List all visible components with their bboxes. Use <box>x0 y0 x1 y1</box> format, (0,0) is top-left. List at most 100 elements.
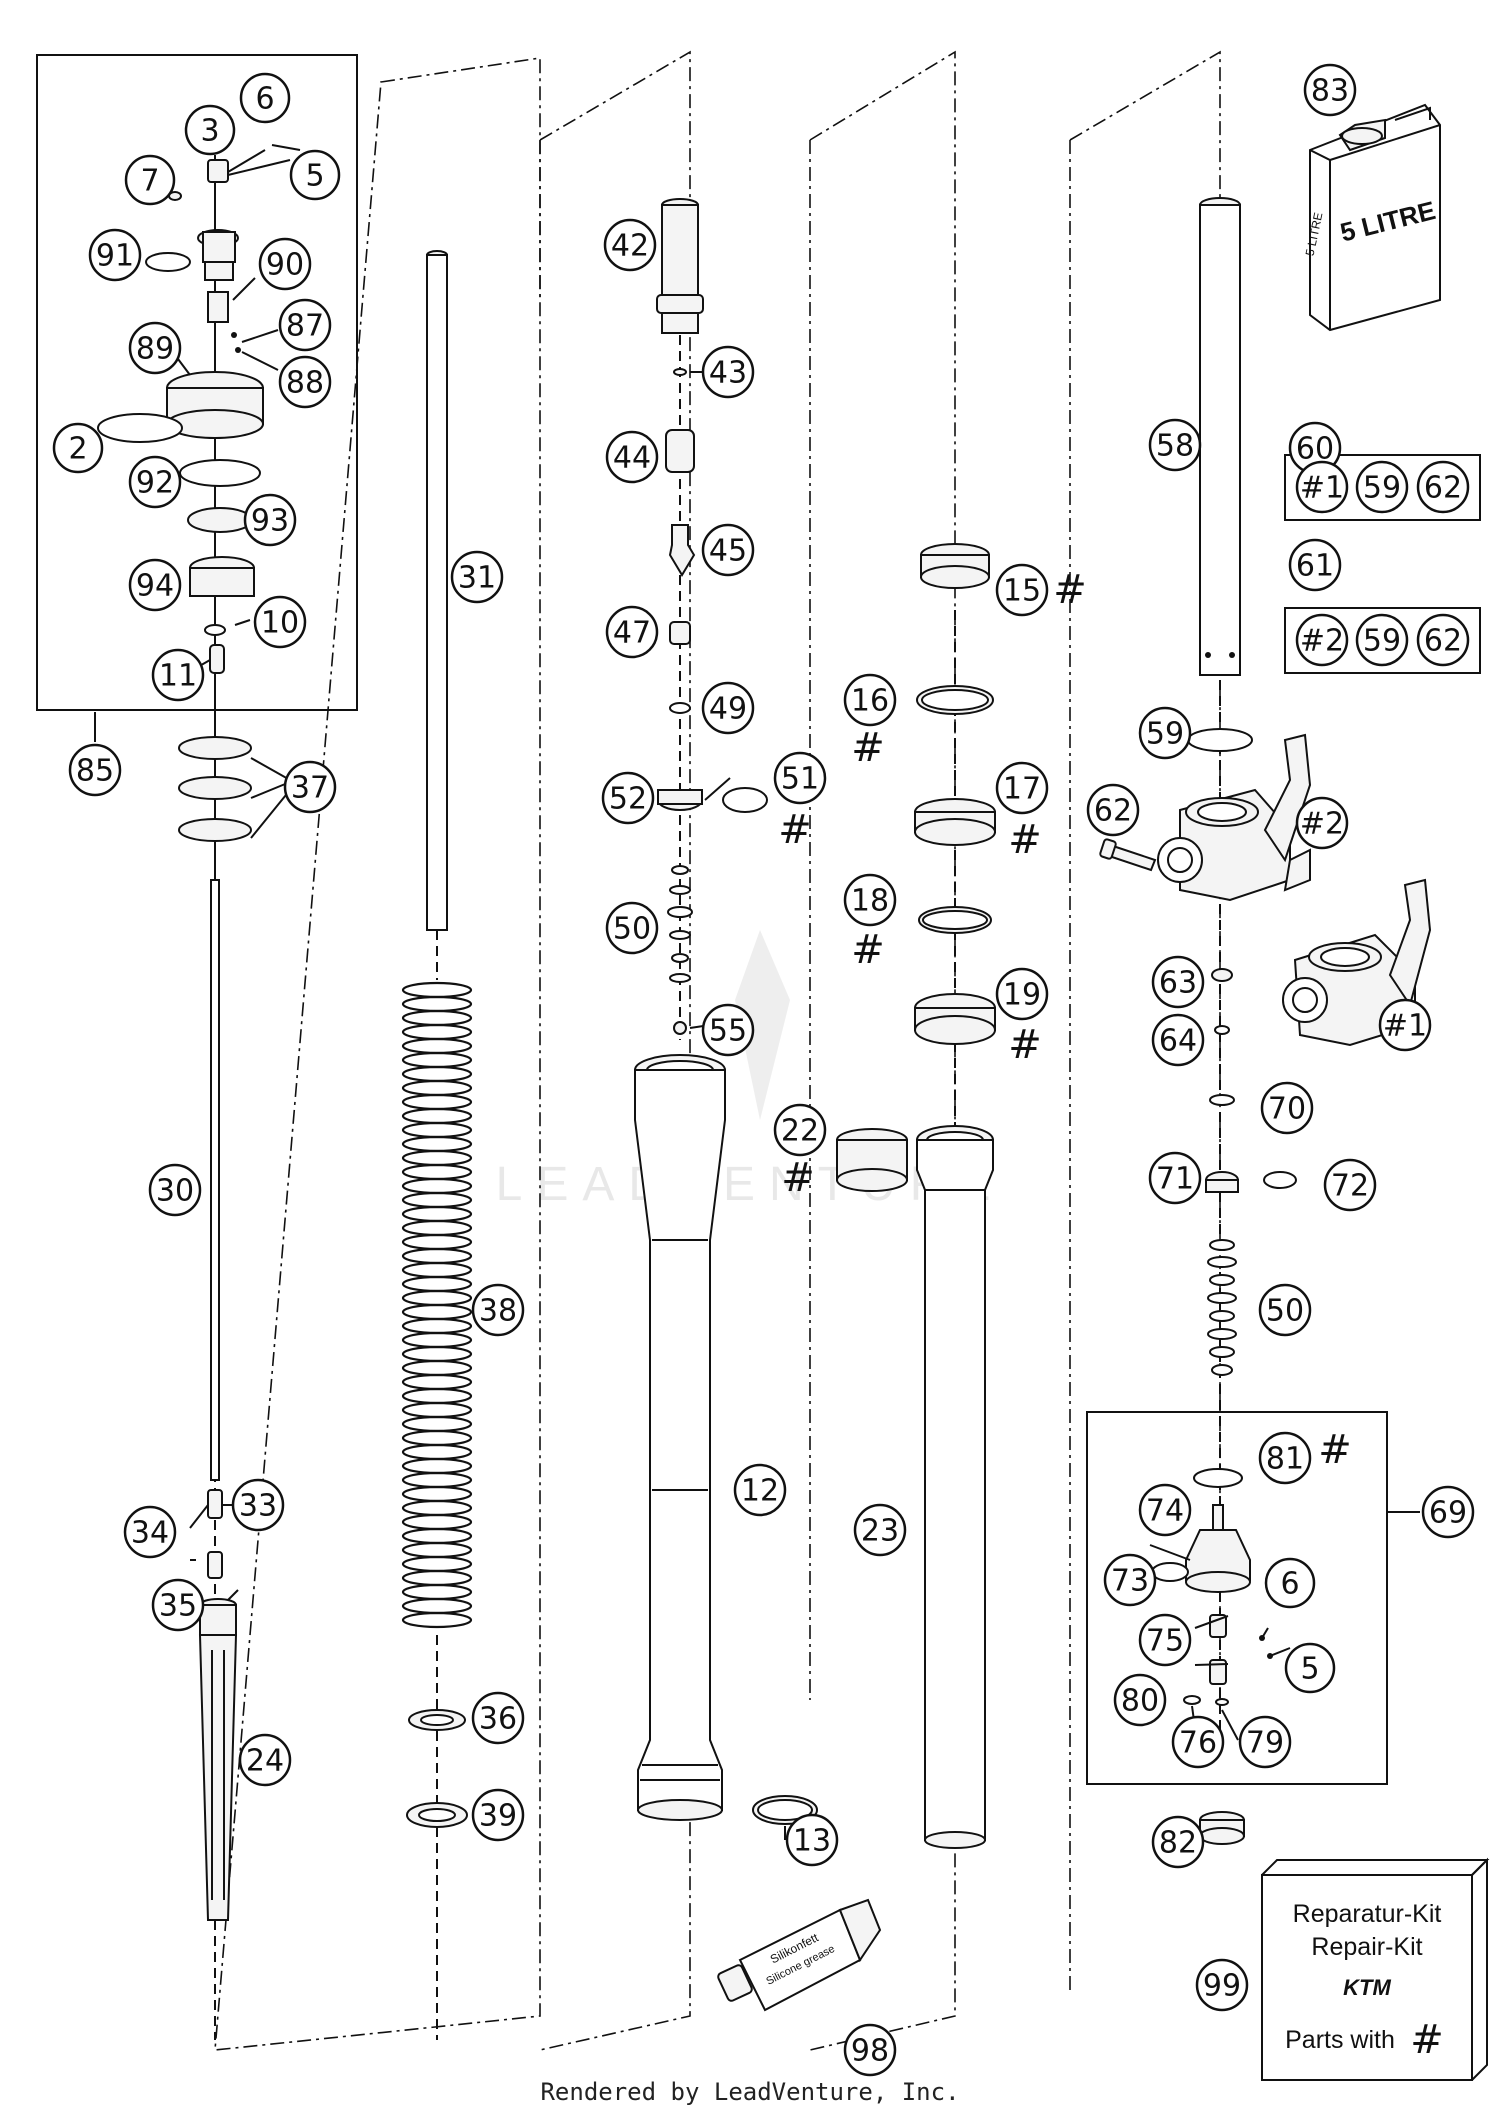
callout-k1: #1 <box>1295 460 1349 514</box>
callout-circle <box>238 1733 292 1787</box>
callout-number: 30 <box>156 1174 194 1209</box>
callout-c81: 81 <box>1258 1431 1312 1485</box>
callout-circle <box>128 455 182 509</box>
callout-c99: 99 <box>1195 1958 1249 2012</box>
hash-16: # <box>851 725 885 771</box>
callout-circle <box>995 761 1049 815</box>
callout-circle <box>1303 63 1357 117</box>
callout-number: 63 <box>1159 966 1197 1001</box>
callout-c76: 76 <box>1171 1715 1225 1769</box>
callout-number: #1 <box>1383 1009 1427 1044</box>
callout-circle <box>128 321 182 375</box>
frame-2 <box>214 57 541 2051</box>
callout-number: 62 <box>1094 794 1132 829</box>
callout-number: 98 <box>851 2034 889 2069</box>
callout-circle <box>605 430 659 484</box>
spring-coil <box>401 1135 473 1153</box>
callout-number: 58 <box>1156 429 1194 464</box>
callout-circle <box>1264 1557 1316 1609</box>
callout-c33: 33 <box>231 1478 285 1532</box>
spring-coil <box>401 1541 473 1559</box>
callout-number: 60 <box>1296 432 1334 467</box>
callout-number: 38 <box>479 1294 517 1329</box>
callout-circle <box>1284 1642 1336 1694</box>
callout-circle <box>68 743 122 797</box>
callout-circle <box>785 1813 839 1867</box>
callout-c10: 10 <box>253 595 307 649</box>
callout-c11: 11 <box>151 648 205 702</box>
hash-17: # <box>1008 817 1042 863</box>
callout-number: 37 <box>291 771 329 806</box>
callout-circle <box>52 422 104 474</box>
spring-coil <box>401 1415 473 1433</box>
callout-c36: 36 <box>471 1691 525 1745</box>
spring-coil <box>401 1429 473 1447</box>
spring-coil <box>401 1205 473 1223</box>
callout-c62b: 62 <box>1416 460 1470 514</box>
callout-number: 72 <box>1331 1169 1369 1204</box>
callout-circle <box>1378 998 1432 1052</box>
callout-number: 23 <box>861 1514 899 1549</box>
callout-number: 62 <box>1424 624 1462 659</box>
callout-c62c: 62 <box>1416 613 1470 667</box>
hash-81: # <box>1318 1427 1352 1473</box>
callout-number: 18 <box>851 884 889 919</box>
callout-circle <box>843 873 897 927</box>
fork-spring-38 <box>401 981 473 1629</box>
callout-circle <box>253 595 307 649</box>
callout-c92: 92 <box>128 455 182 509</box>
axle-clamp-1 <box>1282 878 1432 1047</box>
callout-circle <box>773 751 827 805</box>
callout-c90: 90 <box>258 237 312 291</box>
callout-circle <box>151 648 205 702</box>
callout-number: 69 <box>1429 1496 1467 1531</box>
callout-number: 17 <box>1003 772 1041 807</box>
hash-15: # <box>1053 567 1087 613</box>
callout-circle <box>1151 1013 1205 1067</box>
repair-kit-box: Reparatur-Kit Repair-Kit KTM Parts with … <box>1261 1857 1490 2081</box>
callout-circle <box>88 228 142 282</box>
spring-coil <box>401 1387 473 1405</box>
callout-number: 73 <box>1111 1564 1149 1599</box>
spring-coil <box>401 1219 473 1237</box>
callout-number: 44 <box>613 441 651 476</box>
callout-number: 94 <box>136 569 174 604</box>
callout-number: 51 <box>781 762 819 797</box>
callout-number: 3 <box>200 114 219 149</box>
axle-clamp-2 <box>1157 733 1312 902</box>
callout-number: 81 <box>1266 1442 1304 1477</box>
callout-c89: 89 <box>128 321 182 375</box>
callout-number: 42 <box>611 229 649 264</box>
grease-tube-98: Silikonfett Silicone grease <box>717 1898 882 2012</box>
callout-circle <box>1295 460 1349 514</box>
spring-coil <box>401 1443 473 1461</box>
hash-19: # <box>1008 1022 1042 1068</box>
callout-number: 24 <box>246 1744 284 1779</box>
spring-coil <box>401 1093 473 1111</box>
callout-c79: 79 <box>1238 1715 1292 1769</box>
callout-number: 45 <box>709 534 747 569</box>
callout-c34: 34 <box>123 1505 177 1559</box>
spring-coil <box>401 1065 473 1083</box>
callout-number: 39 <box>479 1799 517 1834</box>
callout-c45: 45 <box>701 523 755 577</box>
callout-number: 71 <box>1156 1162 1194 1197</box>
callout-circle <box>1238 1715 1292 1769</box>
callout-number: 50 <box>613 912 651 947</box>
callout-c43: 43 <box>701 345 755 399</box>
callout-c70: 70 <box>1260 1081 1314 1135</box>
callout-c24: 24 <box>238 1733 292 1787</box>
callout-number: 91 <box>96 239 134 274</box>
callout-number: 19 <box>1003 978 1041 1013</box>
callout-circle <box>278 355 332 409</box>
spring-coil <box>401 1107 473 1125</box>
callout-number: 59 <box>1363 471 1401 506</box>
outer-tube-12 <box>634 1054 726 1821</box>
callout-circle <box>1288 538 1342 592</box>
callout-number: 70 <box>1268 1092 1306 1127</box>
spring-coil <box>401 1457 473 1475</box>
callout-s1: #1 <box>1378 998 1432 1052</box>
callout-circle <box>701 345 755 399</box>
callout-c93: 93 <box>243 493 297 547</box>
callout-c71: 71 <box>1148 1151 1202 1205</box>
